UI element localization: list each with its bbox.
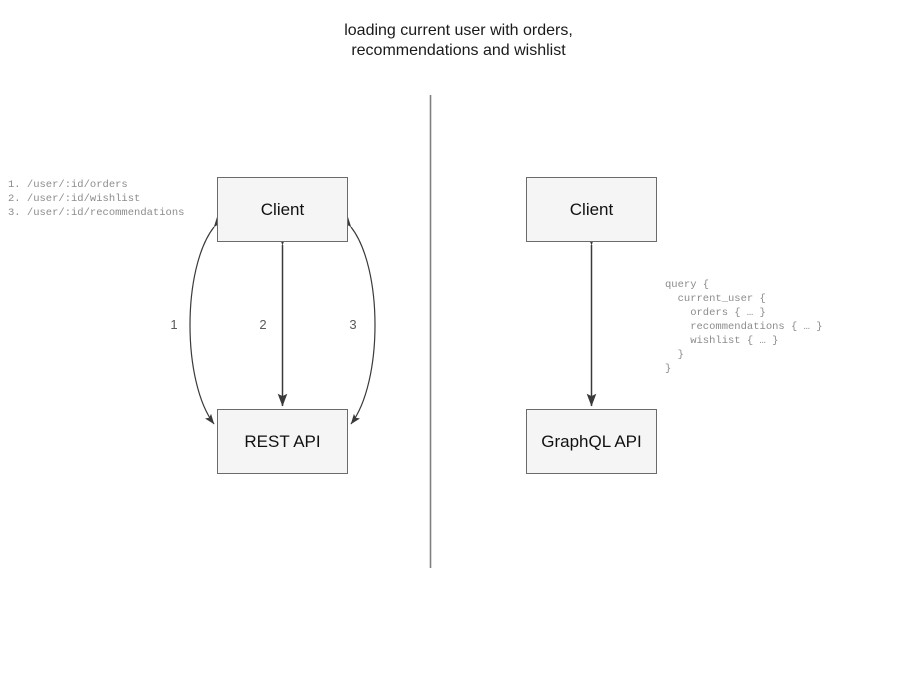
rest-edge-label-2: 2 xyxy=(259,317,267,332)
graphql-client-label: Client xyxy=(569,199,614,219)
rest-edge-label-1: 1 xyxy=(170,317,178,332)
rest-api-label: REST API xyxy=(244,431,321,451)
rest-client-label: Client xyxy=(260,199,305,219)
graphql-api-node[interactable]: GraphQL API xyxy=(526,409,657,474)
rest-edge-1-curve xyxy=(189,216,224,425)
rest-edge-label-3: 3 xyxy=(349,317,357,332)
graphql-query-code: query { current_user { orders { … } reco… xyxy=(665,279,823,375)
rest-edge-3-curve xyxy=(341,216,376,425)
rest-api-node[interactable]: REST API xyxy=(217,409,348,474)
page-title: loading current user with orders, recomm… xyxy=(344,22,573,59)
graphql-client-node[interactable]: Client xyxy=(526,177,657,242)
rest-client-node[interactable]: Client xyxy=(217,177,348,242)
graphql-api-label: GraphQL API xyxy=(541,431,642,451)
rest-endpoints-list: 1. /user/:id/orders 2. /user/:id/wishlis… xyxy=(8,179,185,219)
